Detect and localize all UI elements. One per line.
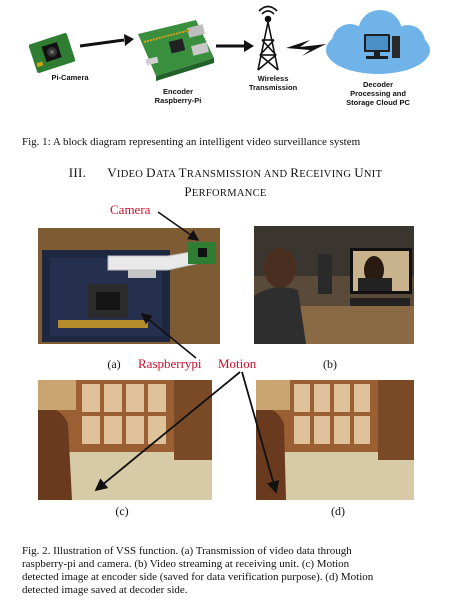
photo-a-raspberry-pi-camera xyxy=(38,228,220,344)
sublabel-c: (c) xyxy=(115,504,129,518)
lightning-bolt-icon xyxy=(286,40,326,56)
figure-2-caption-line-1: Fig. 2. Illustration of VSS function. (a… xyxy=(22,545,352,557)
cloud-pc-icon xyxy=(326,10,430,74)
figure-1-caption: Fig. 1: A block diagram representing an … xyxy=(22,136,361,148)
decoder-label-line-3: Storage Cloud PC xyxy=(346,98,410,107)
heading-word-3-initial: T xyxy=(178,165,187,180)
figure-2-caption-line-3: detected image at encoder side (saved fo… xyxy=(22,571,374,583)
raspberry-pi-board-icon xyxy=(138,20,214,81)
raspberrypi-arrow xyxy=(140,312,197,359)
decoder-label-line-1: Decoder xyxy=(362,80,393,89)
pi-camera-label: Pi-Camera xyxy=(51,73,89,82)
block-diagram-graphics xyxy=(28,5,430,81)
photo-c-motion-encoder xyxy=(38,380,212,500)
encoder-label-line-1: Encoder xyxy=(162,87,193,96)
heading-word-4-initial: R xyxy=(290,165,300,180)
heading-word-5-initial: U xyxy=(354,165,364,180)
sublabel-a: (a) xyxy=(107,357,121,371)
photo-d-motion-decoder xyxy=(256,380,414,500)
heading-word-1-initial: V xyxy=(107,165,117,180)
decoder-label-line-2: Processing and xyxy=(350,89,406,98)
figure-2-caption: Fig. 2. Illustration of VSS function. (a… xyxy=(22,545,442,597)
heading-word-2-rest: ATA xyxy=(155,169,179,180)
sublabel-b: (b) xyxy=(323,357,337,371)
camera-arrow xyxy=(157,211,200,241)
heading-line-2-initial: P xyxy=(184,184,192,199)
decoder-label: Decoder Processing and Storage Cloud PC xyxy=(328,80,428,107)
figure-2-caption-line-4: detected image saved at decoder side. xyxy=(22,584,188,596)
pi-camera-icon xyxy=(28,33,76,73)
heading-word-2-initial: D xyxy=(146,165,156,180)
sublabel-d: (d) xyxy=(331,504,345,518)
wireless-label-line-1: Wireless xyxy=(257,74,289,83)
photo-c-graphics xyxy=(38,380,212,500)
photo-a-graphics xyxy=(38,228,220,344)
section-heading-line-2: PERFORMANCE xyxy=(0,183,451,202)
wireless-label: Wireless Transmission xyxy=(238,74,308,92)
motion-arrow-right xyxy=(241,371,280,494)
section-heading-line-1: III. VIDEO DATA TRANSMISSION AND RECEIVI… xyxy=(0,164,451,183)
figure-1-block-diagram: Pi-Camera Encoder Raspberry-Pi Wireless … xyxy=(0,0,451,125)
wireless-label-line-2: Transmission xyxy=(248,83,298,92)
photo-b-video-streaming xyxy=(254,226,414,344)
figure-2: Camera Raspberrypi Motion (a) (b) (c) (d… xyxy=(0,200,451,530)
heading-word-1-rest: IDEO xyxy=(116,169,147,180)
arrow-encoder-to-wireless xyxy=(216,40,254,52)
motion-annotation: Motion xyxy=(218,356,257,371)
heading-word-3-rest: RANSMISSION AND xyxy=(186,169,291,180)
section-number: III. xyxy=(68,165,87,180)
heading-word-5-rest: NIT xyxy=(363,169,383,180)
figure-2-caption-line-2: raspberry-pi and camera. (b) Video strea… xyxy=(22,558,350,570)
arrow-camera-to-encoder xyxy=(79,34,134,48)
section-heading: III. VIDEO DATA TRANSMISSION AND RECEIVI… xyxy=(0,164,451,202)
photo-b-graphics xyxy=(254,226,414,344)
heading-line-2-rest: ERFORMANCE xyxy=(191,188,267,199)
motion-arrow-left xyxy=(94,371,241,492)
annotation-arrows xyxy=(94,211,280,494)
raspberrypi-annotation: Raspberrypi xyxy=(138,356,202,371)
heading-word-4-rest: ECEIVING xyxy=(299,169,355,180)
wireless-tower-icon xyxy=(257,5,279,71)
encoder-label-line-2: Raspberry-Pi xyxy=(154,96,202,105)
photo-d-graphics xyxy=(256,380,414,500)
encoder-label: Encoder Raspberry-Pi xyxy=(138,87,218,105)
camera-annotation: Camera xyxy=(110,202,151,217)
